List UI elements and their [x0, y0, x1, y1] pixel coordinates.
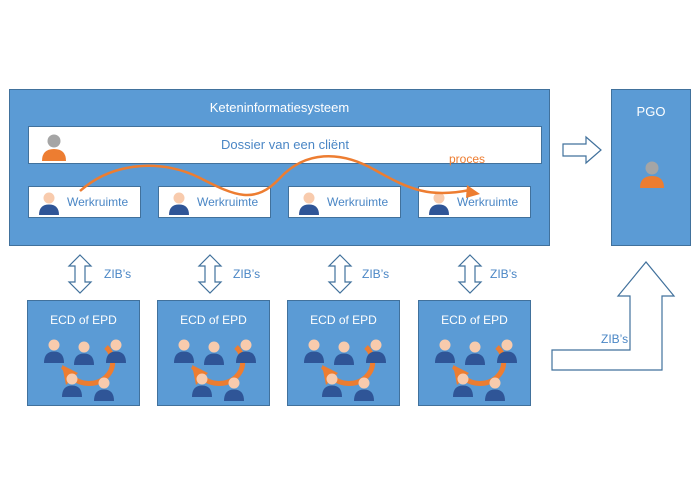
- ecd-box-2: ECD of EPD: [157, 300, 270, 406]
- person-icon: [74, 341, 94, 365]
- werkruimte-label: Werkruimte: [457, 195, 519, 209]
- person-icon: [94, 377, 114, 401]
- person-icon: [44, 339, 64, 363]
- person-icon: [366, 339, 386, 363]
- ecd-box-4: ECD of EPD: [418, 300, 531, 406]
- double-arrow-vertical-icon: [67, 254, 93, 294]
- ecd-title: ECD of EPD: [50, 313, 117, 327]
- double-arrow-vertical-icon: [457, 254, 483, 294]
- pgo-title: PGO: [636, 104, 666, 119]
- person-icon: [204, 341, 224, 365]
- keteninformatiesysteem-box: Keteninformatiesysteem Dossier van een c…: [9, 89, 550, 246]
- ecd-team-illustration: [174, 339, 256, 401]
- zib-label: ZIB’s: [104, 267, 132, 281]
- proces-label: proces: [449, 152, 486, 166]
- person-icon: [465, 341, 485, 365]
- dossier-bar: Dossier van een cliënt: [28, 126, 542, 164]
- double-arrow-vertical-icon: [197, 254, 223, 294]
- person-icon: [299, 192, 319, 215]
- person-icon: [453, 373, 473, 397]
- ecd-team-illustration: [304, 339, 386, 401]
- ecd-title: ECD of EPD: [441, 313, 508, 327]
- person-icon: [62, 373, 82, 397]
- person-icon: [304, 339, 324, 363]
- dossier-label: Dossier van een cliënt: [221, 137, 349, 152]
- werkruimte-3: Werkruimte: [288, 186, 401, 218]
- person-icon: [236, 339, 256, 363]
- werkruimte-2: Werkruimte: [158, 186, 271, 218]
- pgo-box: PGO: [611, 89, 691, 246]
- double-arrow-vertical-icon: [327, 254, 353, 294]
- ecd-title: ECD of EPD: [310, 313, 377, 327]
- hollow-arrow-right-icon: [562, 135, 602, 165]
- client-person-icon: [42, 134, 66, 161]
- person-icon: [192, 373, 212, 397]
- person-icon: [224, 377, 244, 401]
- person-icon: [174, 339, 194, 363]
- zib-label: ZIB’s: [490, 267, 518, 281]
- person-icon: [485, 377, 505, 401]
- person-icon: [435, 339, 455, 363]
- ecd-box-3: ECD of EPD: [287, 300, 400, 406]
- person-icon: [322, 373, 342, 397]
- person-icon: [429, 192, 449, 215]
- werkruimte-label: Werkruimte: [197, 195, 259, 209]
- ecd-team-illustration: [44, 339, 126, 401]
- ecd-team-illustration: [435, 339, 517, 401]
- ecd-box-1: ECD of EPD: [27, 300, 140, 406]
- person-icon: [106, 339, 126, 363]
- person-icon: [334, 341, 354, 365]
- elbow-arrow-up-icon: [551, 261, 676, 371]
- keteninformatiesysteem-title: Keteninformatiesysteem: [209, 100, 350, 115]
- zib-label: ZIB’s: [601, 332, 629, 346]
- werkruimte-label: Werkruimte: [327, 195, 389, 209]
- zib-label: ZIB’s: [233, 267, 261, 281]
- ecd-title: ECD of EPD: [180, 313, 247, 327]
- person-icon: [39, 192, 59, 215]
- werkruimte-label: Werkruimte: [67, 195, 129, 209]
- client-person-icon: [640, 161, 664, 188]
- zib-label: ZIB’s: [362, 267, 390, 281]
- person-icon: [354, 377, 374, 401]
- person-icon: [497, 339, 517, 363]
- person-icon: [169, 192, 189, 215]
- werkruimte-4: Werkruimte: [418, 186, 531, 218]
